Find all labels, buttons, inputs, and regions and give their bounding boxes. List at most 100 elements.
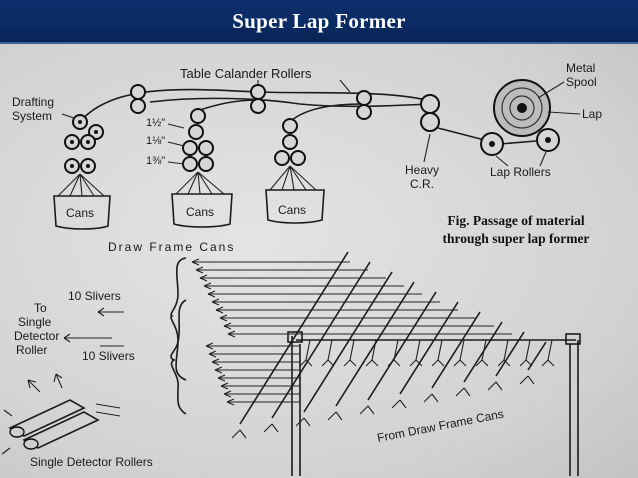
sliver-line	[214, 366, 300, 374]
label-slivers-top: 10 Slivers	[68, 289, 121, 303]
guide-line	[271, 261, 371, 419]
sliver-path-mid	[149, 97, 431, 108]
guide-hook	[327, 411, 343, 421]
can-body	[265, 189, 325, 224]
slivers-to-cans	[57, 165, 317, 197]
lap-rollers	[480, 128, 560, 156]
guide-line	[303, 271, 393, 413]
sliver-drop	[541, 339, 555, 367]
pointer-lines	[495, 151, 547, 167]
single-detector-rollers	[1, 373, 121, 455]
roller	[182, 156, 198, 172]
guide-hook	[295, 417, 311, 427]
label-heavy-cr-2: C.R.	[410, 177, 434, 191]
roller	[182, 140, 198, 156]
label-roller-size-3: 1⅜"	[146, 155, 165, 167]
label-cans-3: Cans	[278, 203, 306, 217]
roller	[198, 140, 214, 156]
label-cans-1: Cans	[66, 206, 94, 220]
arrow-left	[97, 307, 124, 317]
bracket-top	[170, 257, 187, 381]
sliver-line	[205, 342, 300, 350]
creel-post	[569, 340, 579, 476]
sliver-line	[219, 314, 476, 322]
label-table-calander-rollers: Table Calander Rollers	[180, 66, 312, 81]
sliver-ends	[1, 403, 121, 455]
roller	[198, 156, 214, 172]
roller-core	[86, 164, 90, 168]
roller	[130, 98, 146, 114]
pointer-line	[339, 79, 351, 93]
label-drafting-system-2: System	[12, 109, 52, 123]
can-body	[53, 195, 111, 230]
roller-core	[78, 120, 82, 124]
sliver-drop	[409, 339, 423, 367]
label-from-draw-frame-cans: From Draw Frame Cans	[376, 407, 505, 445]
caption-line-2: through super lap former	[442, 231, 590, 246]
roller	[188, 124, 204, 140]
post-cap	[565, 333, 581, 345]
guide-hook	[423, 393, 439, 403]
roller	[250, 98, 266, 114]
roller-end	[23, 438, 39, 450]
heavy-calander-rollers	[420, 94, 440, 132]
roller	[282, 134, 298, 150]
sliver-fan	[269, 165, 317, 191]
guide-hook	[391, 399, 407, 409]
roller-end	[9, 426, 25, 438]
post-cap	[287, 331, 303, 343]
guide-line	[527, 341, 547, 371]
roller	[282, 118, 298, 134]
drafting-rollers-col3	[274, 118, 306, 166]
bracket-bottom	[170, 299, 187, 415]
label-lap-rollers: Lap Rollers	[490, 165, 551, 179]
drafting-rollers-col1	[64, 114, 104, 174]
can-body	[171, 193, 233, 228]
sliver-line	[199, 274, 386, 282]
label-drafting-system-1: Drafting	[12, 95, 54, 109]
label-to-detector-4: Roller	[16, 343, 47, 357]
drafting-rollers-col2	[182, 108, 214, 172]
pointer-line	[547, 111, 581, 115]
pointer-line	[423, 133, 431, 163]
sliver-line	[211, 298, 440, 306]
pointer-lines	[167, 123, 185, 165]
guide-line	[239, 251, 349, 425]
creel-slivers	[191, 258, 512, 406]
lap-former-diagram: Table Calander Rollers Drafting System	[1, 61, 602, 476]
roller	[420, 94, 440, 114]
sliver-fan	[175, 171, 225, 195]
guide-hook	[487, 381, 503, 391]
creel-guides	[231, 251, 555, 439]
sliver-line	[211, 358, 300, 366]
sliver-drop	[497, 339, 511, 367]
label-metal-spool-1: Metal	[566, 61, 595, 75]
can-3	[265, 189, 325, 224]
guide-hook	[263, 423, 279, 433]
sliver-line	[220, 382, 300, 390]
calander-rollers-group-1	[130, 84, 372, 120]
sliver-drop	[343, 339, 357, 367]
sliver-drop	[321, 339, 335, 367]
sliver-line	[226, 398, 300, 406]
lap-ring	[509, 95, 535, 121]
label-cans-2: Cans	[186, 205, 214, 219]
label-lap: Lap	[582, 107, 602, 121]
label-to-detector-2: Single	[18, 315, 52, 329]
label-single-detector-rollers: Single Detector Rollers	[30, 455, 153, 469]
scanned-diagram: Table Calander Rollers Drafting System	[0, 44, 638, 478]
sliver-drop	[365, 339, 379, 367]
guide-line	[463, 321, 503, 383]
guide-hook	[519, 375, 535, 385]
sliver-line	[203, 282, 404, 290]
spool-core	[517, 103, 527, 113]
roller	[420, 112, 440, 132]
label-metal-spool-2: Spool	[566, 75, 597, 89]
roller	[250, 84, 266, 100]
guide-line	[367, 291, 437, 401]
guide-line	[431, 311, 481, 389]
roller-core	[489, 141, 495, 147]
title-divider	[0, 42, 638, 44]
arrow	[27, 379, 41, 393]
label-roller-size-1: 1½"	[146, 117, 165, 129]
